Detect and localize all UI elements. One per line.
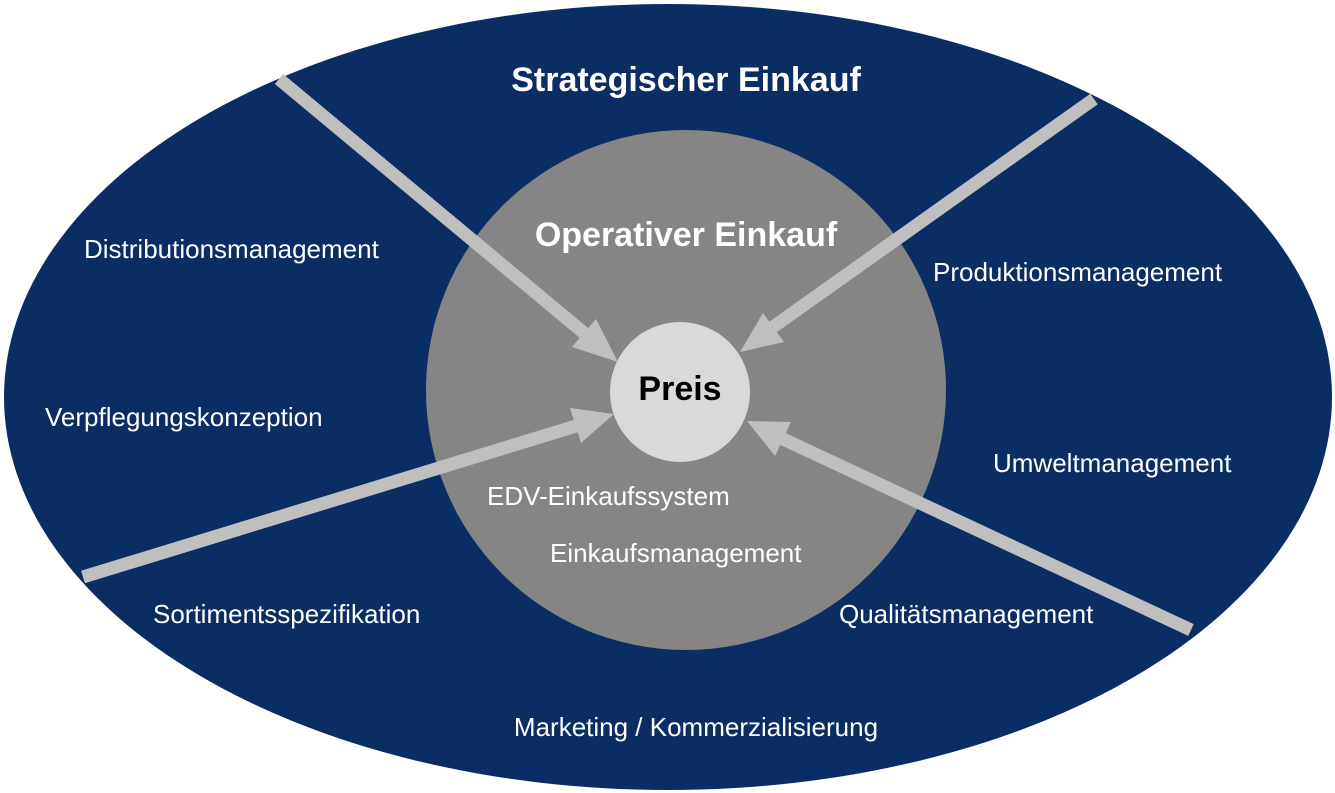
label-edv-einkaufssystem: EDV-Einkaufssystem: [487, 481, 730, 511]
label-umweltmanagement: Umweltmanagement: [993, 448, 1232, 478]
arrow-head-top-left: [572, 319, 618, 362]
inner-title: Operativer Einkauf: [535, 216, 838, 254]
arrow-bottom-right: [780, 433, 1194, 636]
center-label-price: Preis: [638, 370, 721, 408]
label-sortimentsspezifikation: Sortimentsspezifikation: [153, 599, 420, 629]
outer-title: Strategischer Einkauf: [511, 61, 861, 99]
label-marketing-kommerzialisierung: Marketing / Kommerzialisierung: [514, 712, 878, 742]
arrow-head-bottom-left: [570, 408, 614, 443]
label-qualitaetsmanagement: Qualitätsmanagement: [839, 599, 1094, 629]
arrow-top-left: [274, 74, 589, 338]
arrow-head-bottom-right: [747, 421, 791, 456]
label-produktionsmanagement: Produktionsmanagement: [933, 257, 1223, 287]
arrow-bottom-left: [81, 419, 578, 584]
label-distributionsmanagement: Distributionsmanagement: [84, 234, 380, 264]
arrow-head-top-right: [740, 313, 784, 352]
center-circle-price: [610, 322, 750, 462]
arrows-group: [81, 74, 1194, 636]
arrow-top-right: [769, 93, 1098, 333]
label-verpflegungskonzeption: Verpflegungskonzeption: [45, 402, 323, 432]
label-einkaufsmanagement: Einkaufsmanagement: [550, 538, 802, 568]
